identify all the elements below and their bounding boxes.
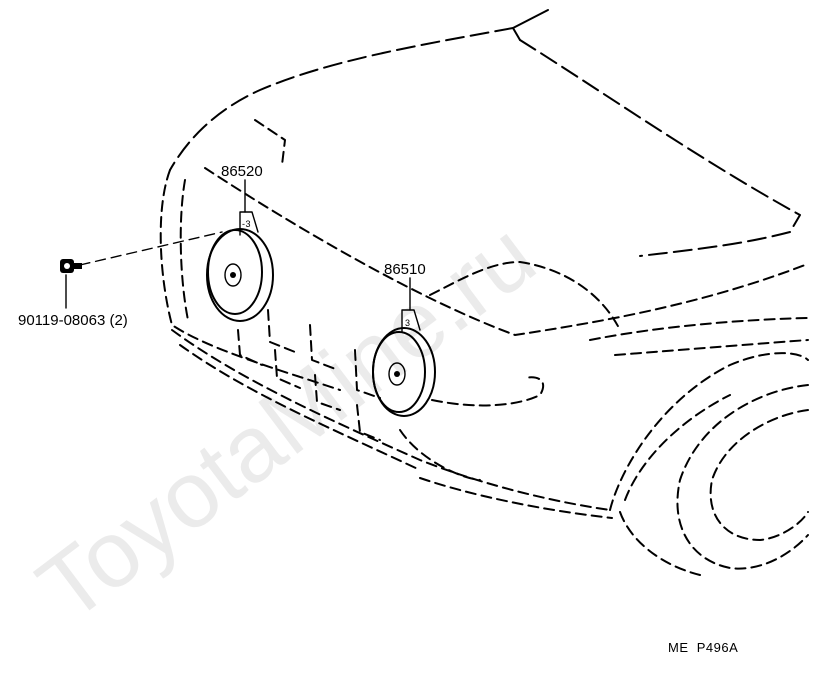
- svg-text:-3: -3: [242, 219, 251, 229]
- label-bolt-90119-08063: 90119-08063 (2): [18, 312, 128, 329]
- horn-low-diaphragm: [207, 229, 263, 315]
- intake-step-5: [314, 374, 341, 411]
- intake-step-2: [309, 324, 339, 371]
- wheel-arch-inner: [624, 394, 731, 501]
- turn-lamp: [431, 376, 545, 407]
- diagram-reference-code: ME P496A: [668, 640, 738, 655]
- tire-inner: [709, 409, 809, 541]
- hood-front-edge: [169, 27, 514, 171]
- hood-shut-line: [204, 167, 806, 336]
- front-face-inner: [179, 179, 189, 321]
- bolt-icon: [60, 259, 82, 273]
- intake-step-3: [237, 329, 263, 366]
- svg-text:3: 3: [405, 318, 411, 328]
- bolt-leader-line: [79, 231, 223, 266]
- fender-line: [639, 231, 791, 257]
- horn-high-diaphragm: [372, 331, 426, 413]
- horn-low-86520: -3: [206, 179, 274, 322]
- windshield-corner: [512, 9, 549, 41]
- horn-low-outer-ring: [206, 228, 274, 322]
- intake-step-1: [267, 309, 296, 353]
- hood-side-edge: [519, 39, 801, 233]
- bolt-assembly: [60, 231, 223, 309]
- bumper-mid: [179, 344, 421, 471]
- horn-low-center: [224, 263, 242, 287]
- wheel-arch-outer: [609, 352, 809, 511]
- watermark: ToyotaMine.ru: [19, 202, 554, 641]
- horn-high-bracket: [401, 309, 421, 333]
- bumper-top: [171, 329, 611, 511]
- intake-step-6: [354, 349, 381, 399]
- hood-corner-detail: [254, 119, 286, 166]
- fender-crease-2: [614, 339, 809, 356]
- horn-high-center: [388, 362, 406, 386]
- car-body-outline: [159, 9, 809, 576]
- label-86520: 86520: [221, 163, 263, 180]
- tire-outer: [676, 384, 809, 570]
- headlamp-top: [429, 261, 621, 331]
- arch-lower: [619, 511, 701, 576]
- intake-step-7: [356, 404, 381, 441]
- bumper-lower: [419, 477, 613, 519]
- intake-step-4: [274, 349, 301, 389]
- horn-high-86510: 3: [372, 277, 436, 417]
- bumper-corner: [399, 429, 481, 481]
- horn-low-bracket: [239, 211, 259, 236]
- front-face: [159, 169, 341, 391]
- fender-crease: [589, 317, 809, 341]
- label-86510: 86510: [384, 261, 426, 278]
